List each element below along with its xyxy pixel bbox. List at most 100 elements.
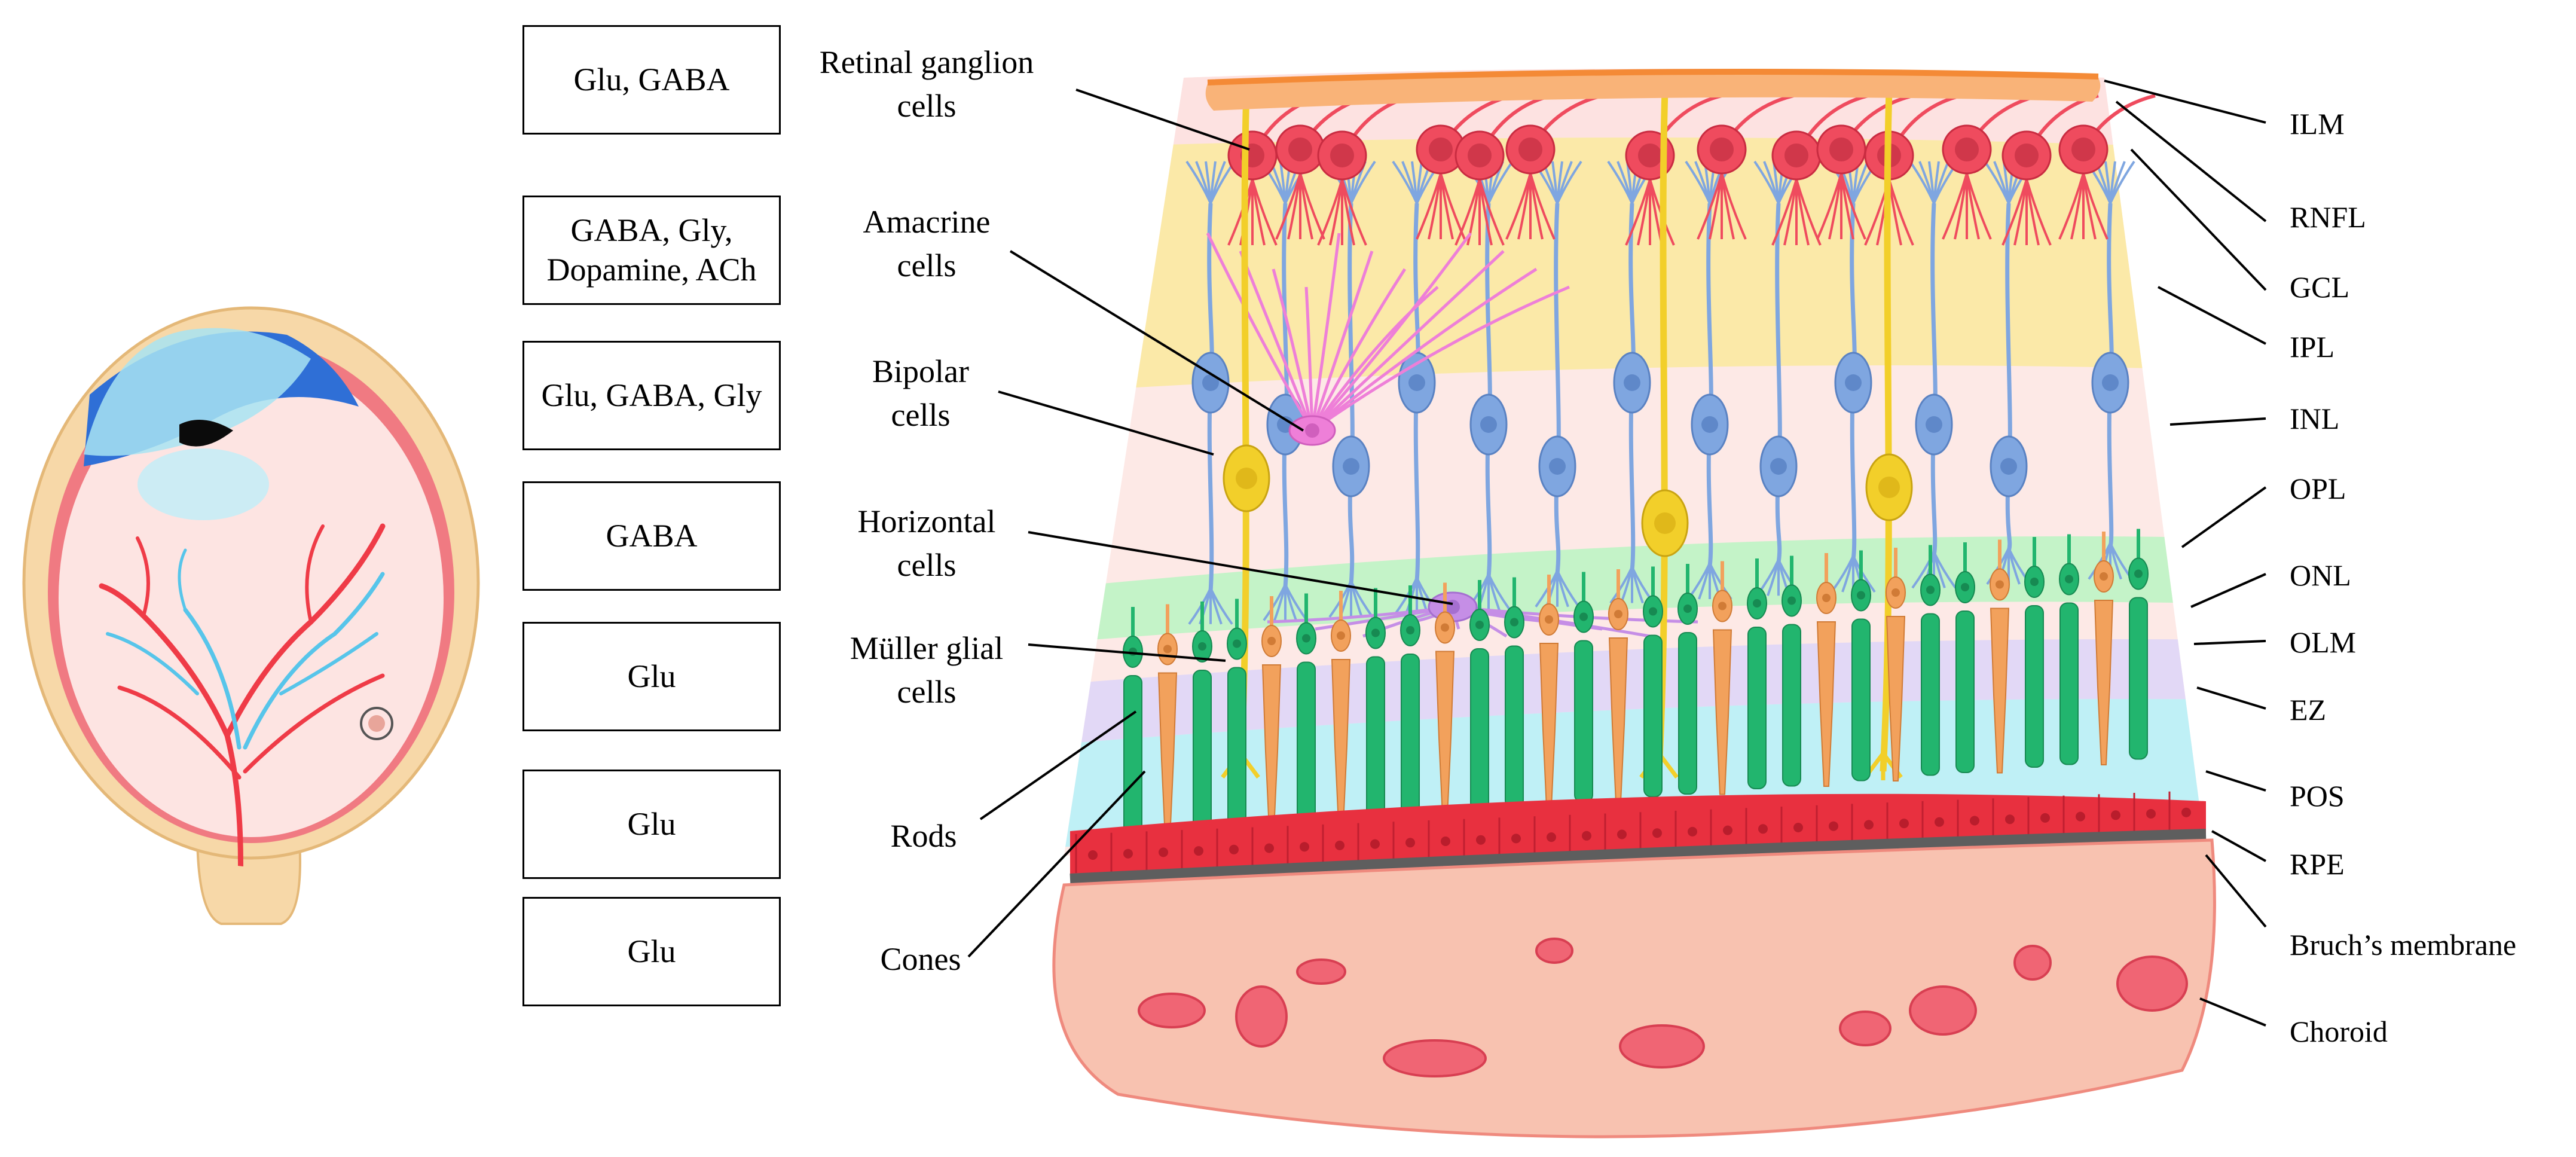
rpe-cell-nucleus: [1264, 843, 1274, 853]
label-bipolar-cells: Bipolar cells: [872, 353, 969, 433]
muller-glial-cell: [1221, 89, 1270, 780]
leader-olm: [2193, 640, 2266, 645]
label-pos: POS: [2290, 779, 2345, 813]
leader-amacrine: [1009, 250, 1304, 432]
rpe-cell-nucleus: [1899, 819, 1909, 829]
rod-photoreceptor: [1573, 572, 1594, 803]
rpe-cell-nucleus: [1441, 837, 1450, 846]
ganglion-cell: [1454, 94, 1552, 246]
label-inl: INL: [2290, 402, 2340, 435]
rpe-cell-nucleus: [1652, 828, 1662, 838]
macula-marker: [360, 707, 393, 740]
rpe-cell-nucleus: [1829, 821, 1838, 831]
leader-bruch: [2205, 854, 2267, 928]
leader-ipl: [2158, 286, 2266, 345]
choroid-vessel: [1235, 985, 1288, 1048]
retina-slab: [1064, 69, 2206, 876]
rpe-cell-nucleus: [2181, 807, 2191, 817]
choroid-vessel: [2013, 945, 2052, 981]
ilm-line: [1207, 69, 2099, 86]
eyeball-illustration: [22, 306, 480, 925]
rpe-cells: [1075, 791, 2191, 873]
choroid-vessel: [1296, 958, 1346, 985]
amacrine-cell: [1206, 232, 1570, 446]
leader-bipolar: [998, 390, 1214, 456]
label-ilm: ILM: [2290, 107, 2345, 141]
rpe-cell-nucleus: [1864, 820, 1874, 830]
rod-photoreceptor: [1296, 593, 1316, 825]
label-horizontal-cells: Horizontal cells: [857, 503, 996, 583]
rod-photoreceptor: [2128, 529, 2149, 760]
nt-box-horizontal: GABA: [522, 481, 781, 591]
rpe-cell-nucleus: [1758, 824, 1768, 834]
rpe-cell-nucleus: [1123, 848, 1133, 859]
leader-horizontal: [1028, 531, 1453, 605]
choroid-vessel: [1138, 993, 1206, 1028]
ganglion-cell: [1317, 94, 1414, 246]
rod-photoreceptor: [2059, 534, 2079, 765]
bipolar-cell: [1463, 160, 1514, 611]
rpe-cell-nucleus: [1617, 829, 1627, 839]
rpe-cell-nucleus: [1088, 850, 1098, 860]
choroid-vessel: [1909, 985, 1977, 1036]
choroid-vessels: [1138, 938, 2188, 1077]
rpe-cell-nucleus: [1688, 826, 1697, 837]
label-rods: Rods: [890, 818, 957, 854]
rnfl-band: [1205, 73, 2101, 111]
label-ipl: IPL: [2290, 330, 2334, 364]
rod-photoreceptor: [1920, 545, 1941, 776]
rpe-cell-nucleus: [1335, 840, 1344, 850]
leader-gcl: [2130, 148, 2267, 291]
label-olm: OLM: [2290, 625, 2357, 659]
label-amacrine-cells: Amacrine cells: [863, 204, 991, 283]
label-bruchs-membrane: Bruch’s membrane: [2290, 928, 2517, 961]
rod-photoreceptor: [1192, 602, 1212, 832]
nt-box-ganglion: Glu, GABA: [522, 25, 781, 135]
rpe-cell-nucleus: [1405, 838, 1415, 848]
nt-box-rods: Glu: [522, 770, 781, 879]
rod-photoreceptor: [1781, 555, 1802, 787]
rpe-cell-nucleus: [2146, 809, 2156, 819]
label-gcl: GCL: [2290, 270, 2349, 304]
leader-lines: [967, 80, 2267, 1027]
label-rpe: RPE: [2290, 847, 2345, 881]
choroid-layer: [1052, 838, 2216, 1138]
cone-photoreceptor: [1712, 561, 1732, 795]
rod-photoreceptor: [1227, 599, 1247, 830]
leader-inl: [2169, 417, 2266, 426]
rod-photoreceptor: [1955, 542, 1975, 773]
rpe-cell-nucleus: [1970, 816, 1979, 826]
muller-glial-cell: [1863, 89, 1913, 780]
rod-photoreceptor: [1643, 566, 1663, 798]
muller-glial-cell: [1639, 89, 1689, 780]
rpe-cell-nucleus: [2076, 811, 2085, 822]
nt-box-muller: Glu: [522, 622, 781, 731]
rpe-cell-nucleus: [1547, 832, 1556, 842]
leader-ez: [2196, 686, 2266, 710]
leader-rpe: [2211, 830, 2266, 862]
bipolar-cell: [1685, 160, 1735, 600]
cone-photoreceptor: [1990, 539, 2010, 774]
rpe-cell-nucleus: [1935, 817, 1944, 827]
bipolar-cell: [1532, 160, 1582, 607]
rpe-cell-nucleus: [2111, 810, 2120, 820]
label-cones: Cones: [880, 941, 961, 977]
ganglion-cell: [1505, 94, 1603, 240]
rpe-cell-nucleus: [1511, 834, 1521, 844]
choroid-vessel: [1535, 938, 1573, 964]
macula-dot: [368, 715, 385, 732]
cone-photoreceptor: [1261, 596, 1282, 830]
label-opl: OPL: [2290, 472, 2346, 505]
rod-photoreceptor: [1469, 580, 1490, 811]
choroid-vessel: [1619, 1024, 1705, 1069]
rod-photoreceptor: [1504, 577, 1524, 808]
rod-photoreceptor: [1677, 564, 1698, 795]
nt-box-amacrine: GABA, Gly, Dopamine, ACh: [522, 196, 781, 305]
cone-photoreceptor: [1886, 548, 1906, 781]
cone-photoreceptor: [1816, 553, 1836, 787]
leader-rnfl: [2115, 100, 2267, 222]
rod-photoreceptor: [2024, 537, 2045, 768]
leader-muller: [1028, 643, 1226, 662]
rpe-cell-nucleus: [1229, 844, 1239, 854]
